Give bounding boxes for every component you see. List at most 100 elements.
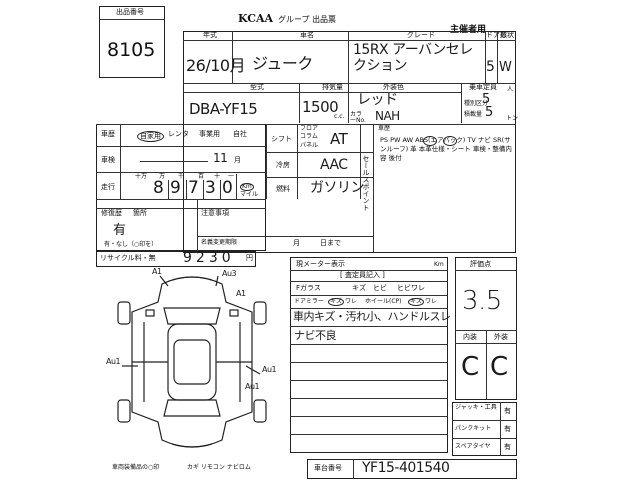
inspect-label: [ 査定員記入 ] <box>340 271 385 279</box>
color-code-label: カラーNo. <box>350 111 366 124</box>
reg-option-rental: レンタ <box>168 130 189 138</box>
mileage-digit-3: 7 <box>188 178 199 198</box>
items-label: 車両装備品の○印 <box>112 464 160 471</box>
displacement-value: 1500 <box>302 98 339 116</box>
mile-label: マイル <box>240 191 259 198</box>
glass-label: Fガラス <box>296 284 321 292</box>
mileage-digit-4: 3 <box>205 178 216 198</box>
type-value: W <box>499 60 512 75</box>
lot-number: 8105 <box>107 39 156 61</box>
repair-options: 有・なし（○印を） <box>104 241 158 248</box>
shift-label: シフト <box>271 135 292 143</box>
mileage-label: 走行 <box>101 183 115 191</box>
car-diagram <box>117 275 267 448</box>
glass-option-2: ヒビ <box>373 284 387 292</box>
diagram-mark-6: Au1 <box>245 382 260 391</box>
fuel-value: ガソリン <box>310 180 365 196</box>
unit-1k: 千 <box>178 173 185 180</box>
repair-value: 有 <box>113 223 126 238</box>
items-options: カギ リモコン ナビロム <box>187 464 251 471</box>
glass-option-1: キズ <box>352 284 366 292</box>
shift-option-column: コラム <box>300 133 318 140</box>
diagram-mark-2: Au3 <box>222 269 237 278</box>
unit-100: 百 <box>198 173 205 180</box>
diagram-mark-3: A1 <box>236 289 246 298</box>
exterior-value: C <box>490 352 508 382</box>
inspector-notes-2: ナビ不良 <box>294 329 337 342</box>
unit-100k: 十万 <box>135 173 148 180</box>
inspector-notes-1: 車内キズ・汚れ小、ハンドルスレ <box>293 310 451 323</box>
group-logo: KCAA <box>238 12 274 25</box>
wheel-option-1: キズ <box>408 298 425 306</box>
sales-point-label: セールスポイント <box>362 155 370 211</box>
grade-label: グレード <box>407 31 435 39</box>
recycle-box <box>96 251 256 267</box>
meter-unit: Km <box>434 261 444 268</box>
mileage-digit-2: 9 <box>170 178 181 198</box>
color-code-value: NAH <box>375 109 400 123</box>
interior-value: C <box>461 352 479 382</box>
wheel-label: ホイール(CP) <box>365 298 402 305</box>
chassis-label: 型式 <box>250 83 264 91</box>
year-label: 年式 <box>203 31 217 39</box>
reg-option-private: 自家用 <box>137 131 164 142</box>
shaken-label: 車検 <box>101 156 115 164</box>
frame-number-box <box>307 459 517 479</box>
mileage-digit-5: 0 <box>222 178 233 198</box>
unit-10k: 万 <box>159 173 166 180</box>
mirror-option-1: キズ <box>328 298 345 306</box>
score-label: 評価点 <box>470 260 491 268</box>
mirror-label: ドアミラー <box>294 298 324 305</box>
part-jack-label: ジャッキ・工具 <box>455 404 497 411</box>
frame-label: 車台番号 <box>314 464 342 472</box>
diagram-mark-5: Au1 <box>262 365 277 374</box>
glass-option-3: ヒビワレ <box>397 284 425 292</box>
reg-label: 車歴 <box>101 130 115 138</box>
recycle-unit: 円 <box>246 254 253 262</box>
class-value-2: 5 <box>485 105 493 120</box>
shift-value: AT <box>330 130 348 148</box>
km-label: Km <box>240 183 254 191</box>
deadline-month: 月 <box>293 239 300 247</box>
doors-label: ドア数 <box>486 31 507 39</box>
lot-number-box: 出品番号 8105 <box>99 6 165 78</box>
notice-label-2: 注意事項 <box>201 209 229 217</box>
repair-label: 修復歴 <box>101 209 122 217</box>
reg-option-business: 事業用 <box>199 130 220 138</box>
frame-value: YF15-401540 <box>362 460 450 476</box>
recycle-value: 9230 <box>183 250 235 266</box>
deadline-label: 名義変更期限 <box>201 239 238 246</box>
main-form <box>183 31 516 253</box>
meter-label: 現メーター表示 <box>296 260 345 268</box>
group-title: グループ 出品票 <box>278 15 337 24</box>
fuel-label: 燃料 <box>276 185 290 193</box>
diagram-mark-4: Au1 <box>106 357 121 366</box>
chassis-value: DBA-YF15 <box>189 100 258 118</box>
wheel-option-2: ワレ <box>425 298 438 305</box>
part-kit-label: パンクキット <box>455 425 492 432</box>
model-value: ジューク <box>252 54 313 73</box>
reg-option-own: 自社 <box>233 130 247 138</box>
unit-10: 十 <box>214 173 221 180</box>
capacity-unit: 人 <box>507 86 514 93</box>
class-value: 5 <box>482 92 490 107</box>
parts-box <box>452 402 517 456</box>
year-value: 26/10月 <box>186 56 246 75</box>
unit-1: 一 <box>228 173 235 180</box>
shaken-month-label: 月 <box>234 156 241 164</box>
displacement-label: 排気量 <box>322 83 343 91</box>
mileage-digit-1: 8 <box>153 178 164 198</box>
part-spare-value: 有 <box>504 443 511 451</box>
ac-label: 冷房 <box>276 161 290 169</box>
score-value: 3.5 <box>462 286 502 316</box>
shift-option-panel: パネル <box>300 142 319 149</box>
part-kit-value: 有 <box>504 425 511 433</box>
color-value: レッド <box>357 92 398 108</box>
mirror-option-2: ワレ <box>345 298 358 305</box>
shaken-value: 11 <box>213 151 228 165</box>
displacement-unit: c.c. <box>334 113 345 120</box>
ac-value: AAC <box>320 157 348 173</box>
model-label: 車名 <box>300 31 314 39</box>
load-unit: トン <box>506 115 519 122</box>
interior-label: 内装 <box>463 333 477 341</box>
